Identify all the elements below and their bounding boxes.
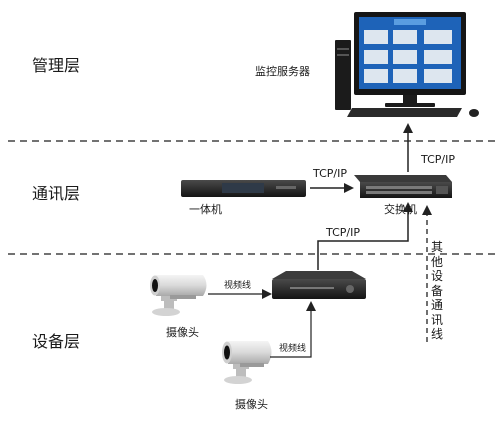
- all-in-one-icon: [181, 180, 306, 197]
- server-icon: [335, 12, 479, 117]
- camera-2-icon: [222, 341, 272, 384]
- arrow-camera-2-to-nvr: [270, 301, 316, 358]
- link-label-camera-2-line: 视频线: [279, 344, 307, 354]
- link-label-other-devices: 其他设备通讯线: [430, 240, 443, 341]
- link-label-switch-server: TCP/IP: [421, 153, 455, 166]
- link-label-aio-switch: TCP/IP: [313, 167, 347, 180]
- camera-1-label: 摄像头: [166, 326, 199, 339]
- server-label: 监控服务器: [255, 65, 310, 78]
- layer-label-communication: 通讯层: [32, 184, 81, 203]
- video-recorder-icon: [272, 271, 366, 299]
- arrow-nvr-to-switch: [317, 202, 413, 270]
- all-in-one-label: 一体机: [189, 203, 222, 216]
- layer-label-management: 管理层: [32, 56, 81, 75]
- camera-2-label: 摄像头: [235, 398, 268, 411]
- switch-icon: [354, 175, 452, 198]
- camera-1-icon: [150, 275, 207, 316]
- link-label-camera-1-line: 视频线: [224, 281, 252, 291]
- link-label-nvr-switch: TCP/IP: [326, 226, 360, 239]
- switch-label: 交换机: [384, 203, 417, 216]
- layer-label-device: 设备层: [32, 332, 81, 351]
